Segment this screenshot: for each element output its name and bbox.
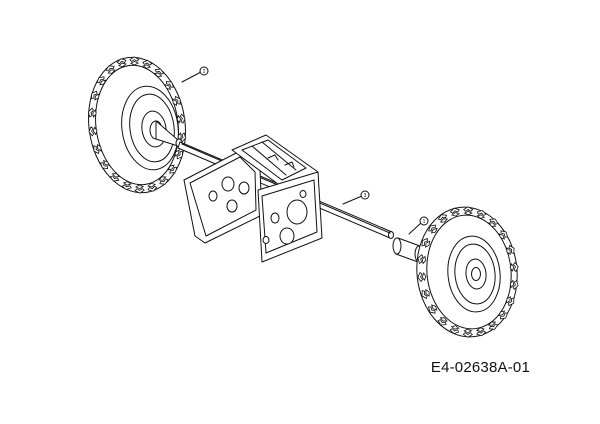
tread-lug — [505, 296, 515, 307]
tread-lug — [153, 68, 165, 77]
right-wheel-tread — [417, 206, 519, 338]
tread-lug — [462, 328, 473, 338]
tread-lug — [147, 182, 158, 192]
left-wheel-tread — [87, 56, 187, 194]
callout-3: 3 — [342, 190, 370, 205]
svg-text:3: 3 — [364, 193, 367, 199]
tread-lug — [164, 80, 174, 90]
tread-lug — [421, 288, 430, 300]
tread-lug — [437, 317, 448, 326]
tread-lug — [174, 149, 184, 160]
part-code: E4-02638A-01 — [430, 359, 530, 376]
tread-lug — [463, 206, 474, 216]
tread-lug — [134, 184, 145, 194]
tread-lug — [476, 327, 487, 337]
tread-lug — [167, 164, 178, 174]
tread-lug — [428, 224, 438, 234]
tread-lug — [487, 321, 499, 330]
tread-lug — [427, 304, 438, 314]
tread-lug — [88, 126, 98, 137]
tread-lug — [498, 230, 509, 240]
tread-lug — [488, 218, 499, 227]
tread-lug — [96, 76, 107, 86]
tread-lug — [509, 261, 519, 273]
tread-lug — [142, 59, 153, 69]
tread-lug — [121, 181, 132, 191]
tread-lug — [498, 310, 508, 320]
left-wheel — [87, 56, 187, 194]
svg-text:1: 1 — [423, 219, 426, 225]
tread-lug — [129, 56, 140, 66]
tread-lug — [476, 209, 487, 219]
tread-lug — [449, 325, 460, 335]
tread-lug — [105, 65, 116, 74]
tread-lug — [437, 214, 449, 223]
tread-lug — [90, 90, 100, 101]
tread-lug — [87, 107, 97, 118]
tread-lug — [506, 244, 515, 256]
callout-1: 1 — [408, 216, 429, 235]
tread-lug — [421, 237, 431, 248]
tread-lug — [100, 160, 110, 170]
tread-lug — [176, 113, 186, 124]
tread-lug — [109, 173, 121, 182]
svg-text:2: 2 — [203, 69, 206, 75]
tread-lug — [172, 95, 181, 107]
tread-lug — [417, 254, 427, 265]
callout-2: 2 — [181, 66, 209, 83]
tread-lug — [449, 207, 460, 217]
tread-lug — [116, 58, 127, 68]
tread-lug — [417, 271, 427, 283]
tread-lug — [509, 279, 519, 290]
tread-lug — [158, 176, 169, 185]
tread-lug — [93, 143, 102, 155]
frame-housing — [183, 134, 323, 263]
right-wheel — [416, 206, 519, 338]
